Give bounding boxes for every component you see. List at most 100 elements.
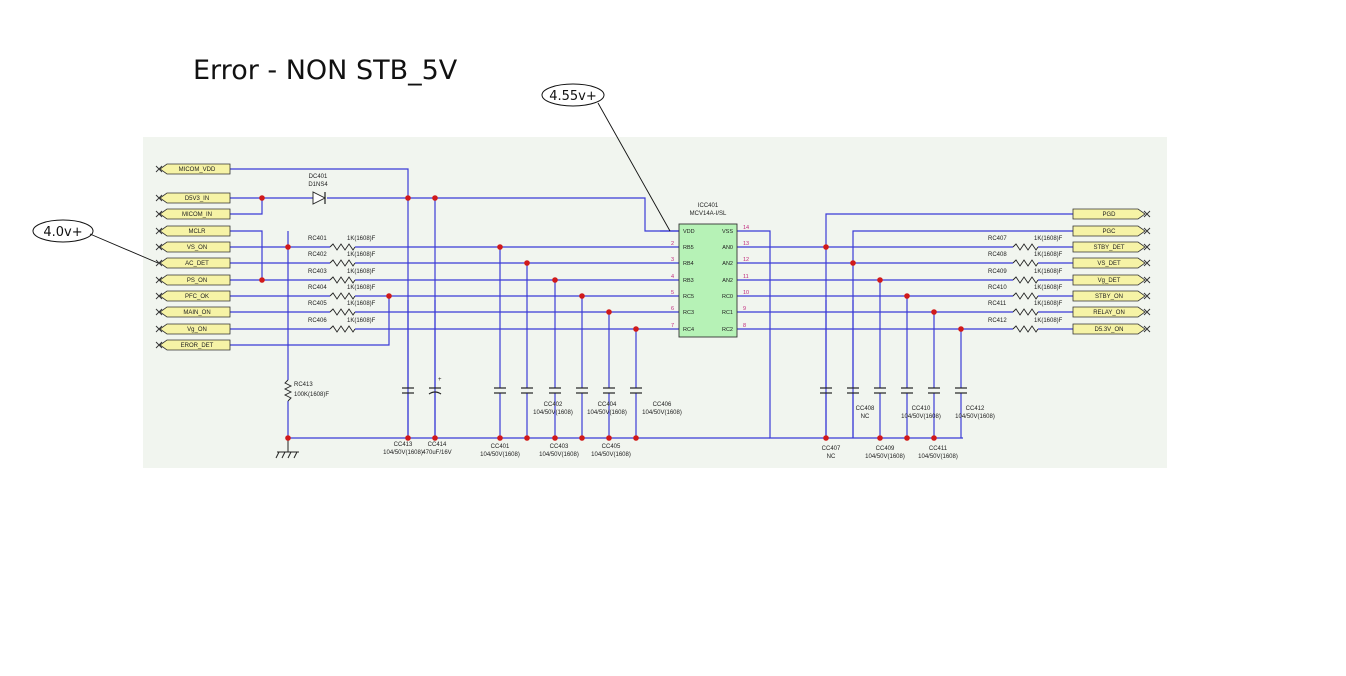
junction-dot	[524, 435, 530, 441]
junction-dot	[285, 435, 291, 441]
right-port-stby-det	[1072, 241, 1151, 253]
resistor-rc408	[1012, 259, 1039, 267]
ic-pin-name-left: RB4	[683, 261, 694, 267]
junction-dot	[497, 244, 503, 250]
resistor-value: 1K(1608)F	[347, 301, 376, 307]
left-port-mclr	[155, 225, 231, 237]
port-x-mark	[1143, 276, 1151, 284]
port-shape	[159, 208, 231, 220]
port-shape	[159, 323, 231, 335]
cc412-ref: CC412	[966, 406, 985, 412]
port-x-mark	[1143, 308, 1151, 316]
junction-dot	[904, 435, 910, 441]
cc403-ref: CC403	[550, 444, 569, 450]
left-port-label: MAIN_ON	[183, 310, 210, 316]
port-x-mark	[155, 194, 163, 202]
capacitor-cc406	[630, 387, 642, 394]
ic-pin-name-right: VSS	[722, 229, 733, 235]
resistor-rc411	[1012, 308, 1039, 316]
capacitor-cc404	[576, 387, 588, 394]
resistor-rc404	[329, 292, 356, 300]
resistor-value: 1K(1608)F	[1034, 236, 1063, 242]
resistor-reference: RC405	[308, 301, 327, 307]
ic-pin-name-right: RC2	[722, 327, 733, 333]
left-port-ac-det	[155, 257, 231, 269]
port-x-mark	[155, 165, 163, 173]
callout-text: 4.55v+	[549, 89, 597, 104]
right-port-vg-det	[1072, 274, 1151, 286]
junction-dot	[579, 435, 585, 441]
capacitor-cc408	[847, 387, 859, 394]
cc406-ref: CC406	[653, 402, 672, 408]
junction-dot	[432, 195, 438, 201]
cc407-value: NC	[827, 454, 836, 460]
junction-dot	[497, 435, 503, 441]
cc410-ref: CC410	[912, 406, 931, 412]
port-shape	[1072, 208, 1146, 220]
port-shape	[159, 225, 231, 237]
resistor-rc407	[1012, 243, 1039, 251]
cap-plate-curved	[428, 391, 442, 395]
pullup-reference: RC413	[294, 382, 313, 388]
callout-ellipse	[32, 219, 94, 243]
cc409-value: 104/50V(1608)	[865, 454, 905, 460]
port-x-mark	[155, 276, 163, 284]
port-shape	[159, 339, 231, 351]
capacitor-cc413	[402, 387, 414, 394]
ic-pin-number-right: 13	[743, 241, 749, 247]
ic-pin-number-right: 14	[743, 225, 749, 231]
port-x-mark	[155, 292, 163, 300]
resistor-rc402	[329, 259, 356, 267]
port-shape	[1072, 241, 1146, 253]
ic-pin-number-left: 3	[671, 257, 674, 263]
cc408-value: NC	[861, 414, 870, 420]
right-port-stby-on	[1072, 290, 1151, 302]
right-port-label: D5.3V_ON	[1094, 327, 1123, 333]
cc407-ref: CC407	[822, 446, 841, 452]
right-port-label: VS_DET	[1097, 261, 1121, 267]
left-port-label: D5V3_IN	[185, 196, 209, 202]
junction-dot	[633, 435, 639, 441]
port-shape	[159, 257, 231, 269]
callout-leader	[89, 233, 159, 264]
junction-dot	[552, 277, 558, 283]
port-shape	[159, 290, 231, 302]
ic-pin-number-left: 6	[671, 306, 674, 312]
right-port-relay-on	[1072, 306, 1151, 318]
junction-dot	[405, 435, 411, 441]
cc405-value: 104/50V(1608)	[591, 452, 631, 458]
cc405-ref: CC405	[602, 444, 621, 450]
port-shape	[1072, 274, 1146, 286]
port-x-mark	[155, 227, 163, 235]
diode-reference: DC401	[309, 174, 328, 180]
port-x-mark	[155, 210, 163, 218]
resistor-value: 1K(1608)F	[347, 285, 376, 291]
right-port-label: STBY_ON	[1095, 294, 1123, 300]
resistor-reference: RC406	[308, 318, 327, 324]
net-vss-ground	[758, 230, 963, 439]
port-x-mark	[155, 341, 163, 349]
capacitor-cc402	[521, 387, 533, 394]
ic-pin-number-left: 5	[671, 290, 674, 296]
resistor-rc403	[329, 276, 356, 284]
callout-ellipse	[541, 83, 605, 107]
ic-pin-number-right: 11	[743, 274, 749, 280]
ic-pin-number-right: 12	[743, 257, 749, 263]
ic-pin-number-left: 7	[671, 323, 674, 329]
junction-dot	[579, 293, 585, 299]
net-vdd	[327, 197, 679, 232]
cc414-ref: CC414	[428, 442, 447, 448]
ground-hatch	[293, 451, 298, 459]
left-port-d5v3-in	[155, 192, 231, 204]
right-port-vs-det	[1072, 257, 1151, 269]
ic-pin-name-left: RC4	[683, 327, 694, 333]
resistor-value: 1K(1608)F	[1034, 285, 1063, 291]
ic-pin-name-left: RC5	[683, 294, 694, 300]
junction-dot	[823, 435, 829, 441]
cc403-value: 104/50V(1608)	[539, 452, 579, 458]
cc402-value: 104/50V(1608)	[533, 410, 573, 416]
port-x-mark	[1143, 259, 1151, 267]
capacitor-cc412	[955, 387, 967, 394]
port-shape	[159, 163, 231, 175]
